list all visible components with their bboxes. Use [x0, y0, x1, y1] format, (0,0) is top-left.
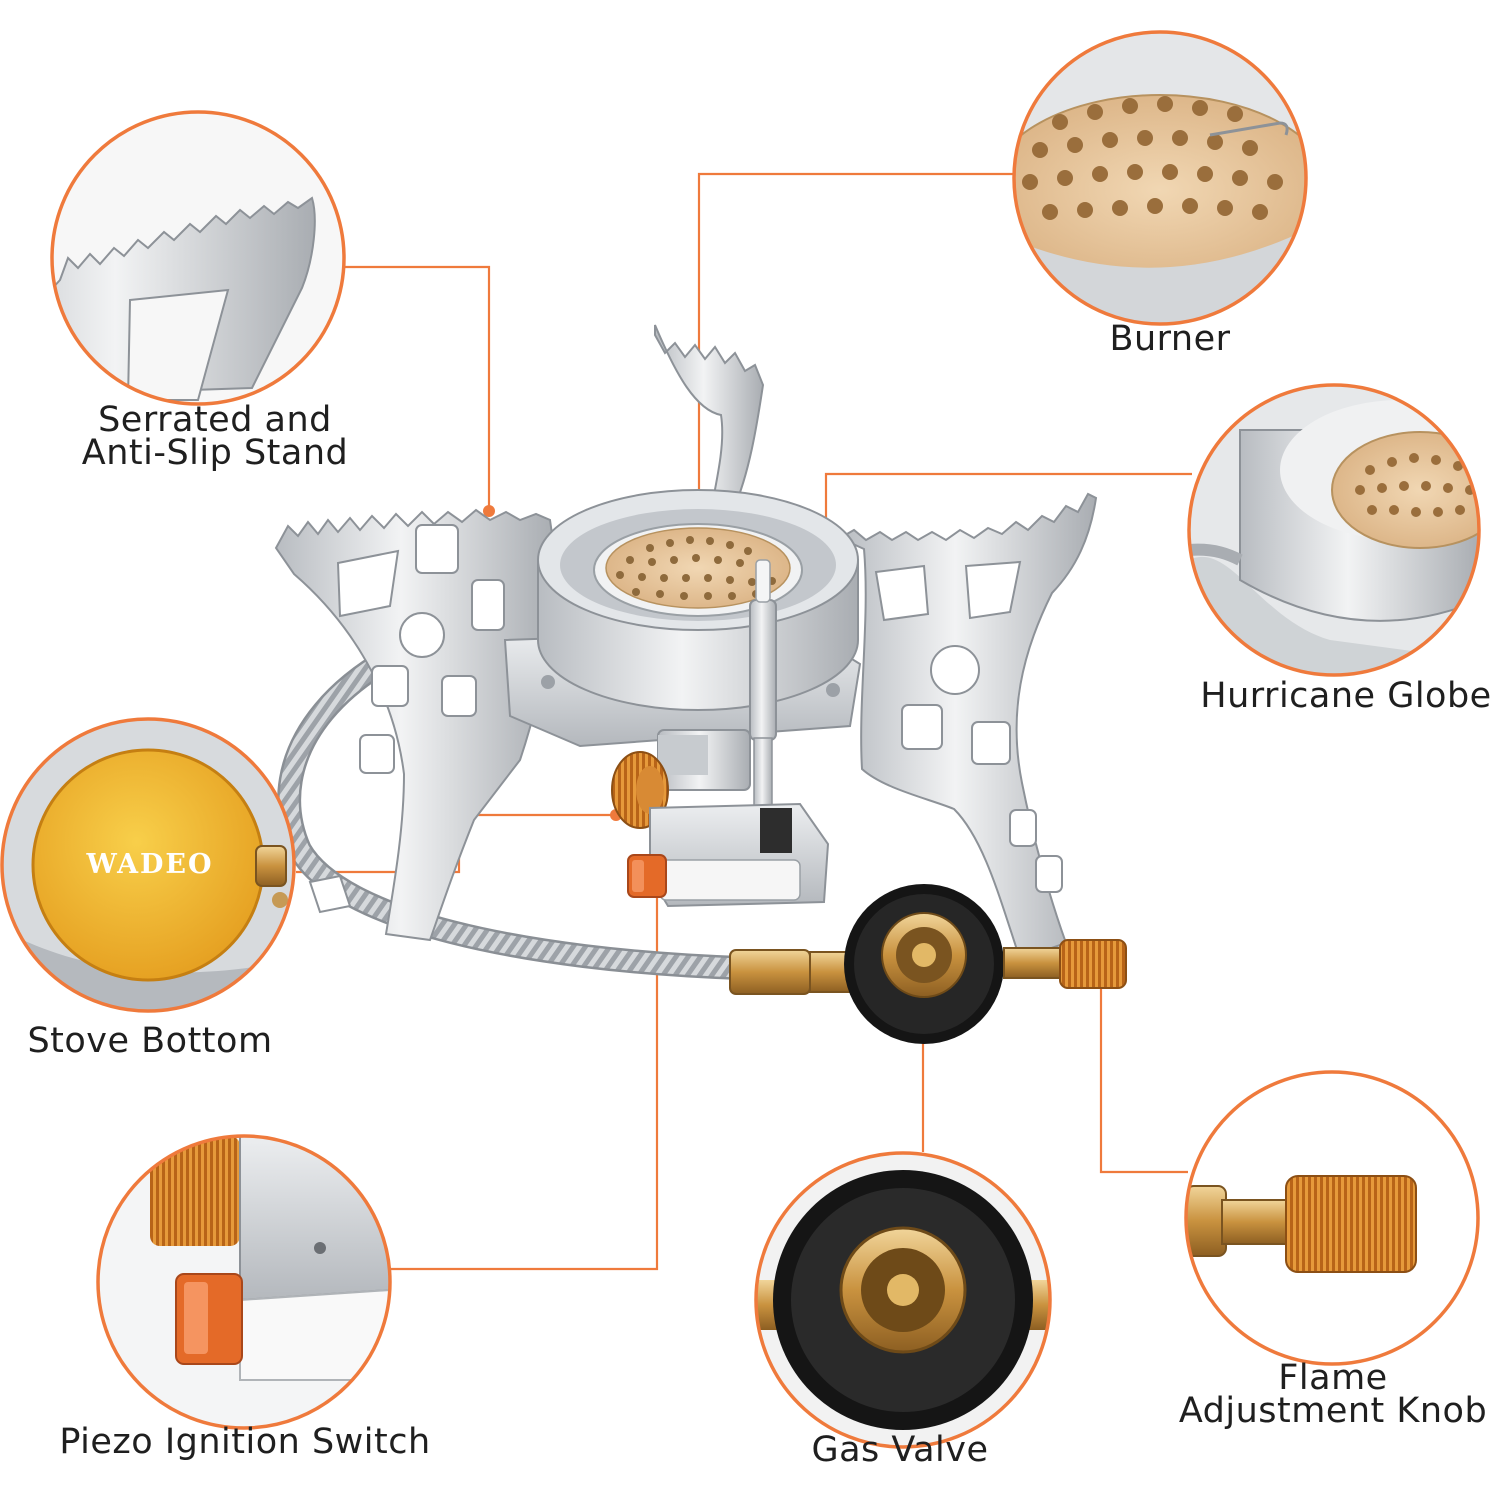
label-gas-valve: Gas Valve [811, 1430, 989, 1470]
label-flame-knob: Flame Adjustment Knob [1176, 1358, 1490, 1431]
flame-knob-callout [1184, 1070, 1480, 1366]
label-flame-line1: Flame [1278, 1358, 1388, 1398]
hurricane-globe-callout [1187, 383, 1481, 677]
label-burner: Burner [1109, 319, 1231, 359]
stove-illustration [274, 324, 1127, 1044]
label-flame-line2: Adjustment Knob [1178, 1391, 1488, 1431]
label-serrated-line2: Anti-Slip Stand [81, 433, 349, 473]
burner-callout [1012, 30, 1308, 326]
label-serrated-stand: Serrated and Anti-Slip Stand [60, 400, 370, 473]
piezo-ignition-callout [96, 1134, 392, 1430]
brand-logo-text: WADEO [86, 849, 214, 880]
label-hurricane-globe: Hurricane Globe [1200, 676, 1492, 716]
stove-bottom-callout [0, 717, 296, 1013]
label-piezo-ignition: Piezo Ignition Switch [59, 1422, 431, 1462]
label-stove-bottom: Stove Bottom [27, 1021, 273, 1061]
label-serrated-line1: Serrated and [98, 400, 332, 440]
serrated-stand-callout [50, 110, 346, 406]
gas-valve-callout [754, 1151, 1052, 1449]
